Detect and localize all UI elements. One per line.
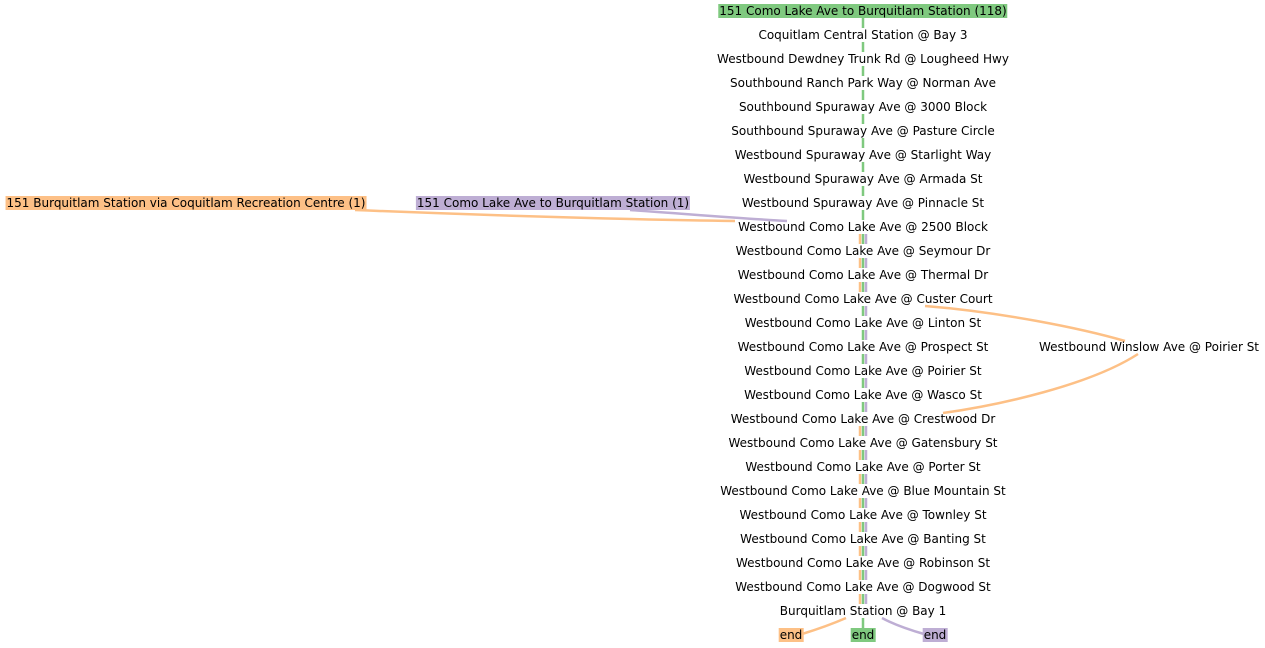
edge-orange-detour-out <box>924 304 1126 343</box>
stop-node: Westbound Como Lake Ave @ Robinson St <box>735 556 991 570</box>
stop-node-winslow: Westbound Winslow Ave @ Poirier St <box>1038 340 1260 354</box>
stop-node: Westbound Como Lake Ave @ Dogwood St <box>735 580 991 594</box>
stop-node: Westbound Como Lake Ave @ Gatensbury St <box>728 436 998 450</box>
route-edges <box>354 18 1139 636</box>
route-label-main: 151 Como Lake Ave to Burquitlam Station … <box>718 4 1008 18</box>
stop-node: Westbound Como Lake Ave @ Porter St <box>745 460 981 474</box>
stop-node: Westbound Spuraway Ave @ Pinnacle St <box>741 196 985 210</box>
edge-orange-detour-in <box>942 352 1139 415</box>
stop-node: Westbound Como Lake Ave @ Townley St <box>739 508 987 522</box>
end-node-orange: end <box>778 628 804 642</box>
stop-node: Burquitlam Station @ Bay 1 <box>779 604 947 618</box>
route-label-alt: 151 Como Lake Ave to Burquitlam Station … <box>415 196 691 210</box>
stop-node: Westbound Spuraway Ave @ Armada St <box>743 172 983 186</box>
stop-node: Westbound Como Lake Ave @ Banting St <box>740 532 986 546</box>
end-node-green: end <box>850 628 876 642</box>
stop-node: Westbound Como Lake Ave @ 2500 Block <box>738 220 988 234</box>
edge-orange-entry <box>354 208 736 223</box>
stop-node: Westbound Dewdney Trunk Rd @ Lougheed Hw… <box>717 52 1009 66</box>
stop-node: Coquitlam Central Station @ Bay 3 <box>758 28 968 42</box>
stop-node: Westbound Como Lake Ave @ Linton St <box>744 316 982 330</box>
stop-node: Westbound Como Lake Ave @ Thermal Dr <box>737 268 989 282</box>
stop-node: Southbound Ranch Park Way @ Norman Ave <box>730 76 996 90</box>
stop-node: Southbound Spuraway Ave @ 3000 Block <box>738 100 988 114</box>
route-label-via-rec: 151 Burquitlam Station via Coquitlam Rec… <box>5 196 367 210</box>
edge-purple-end <box>881 616 925 636</box>
edge-purple-entry <box>629 208 788 223</box>
stop-node: Westbound Spuraway Ave @ Starlight Way <box>734 148 992 162</box>
stop-node: Southbound Spuraway Ave @ Pasture Circle <box>731 124 995 138</box>
stop-node: Westbound Como Lake Ave @ Custer Court <box>733 292 993 306</box>
stop-node: Westbound Como Lake Ave @ Wasco St <box>744 388 982 402</box>
stop-node: Westbound Como Lake Ave @ Blue Mountain … <box>720 484 1006 498</box>
stop-node: Westbound Como Lake Ave @ Crestwood Dr <box>730 412 996 426</box>
stop-node: Westbound Como Lake Ave @ Poirier St <box>744 364 982 378</box>
stop-node: Westbound Como Lake Ave @ Seymour Dr <box>735 244 991 258</box>
stop-node: Westbound Como Lake Ave @ Prospect St <box>737 340 989 354</box>
end-node-purple: end <box>922 628 948 642</box>
edge-orange-end <box>801 616 847 636</box>
